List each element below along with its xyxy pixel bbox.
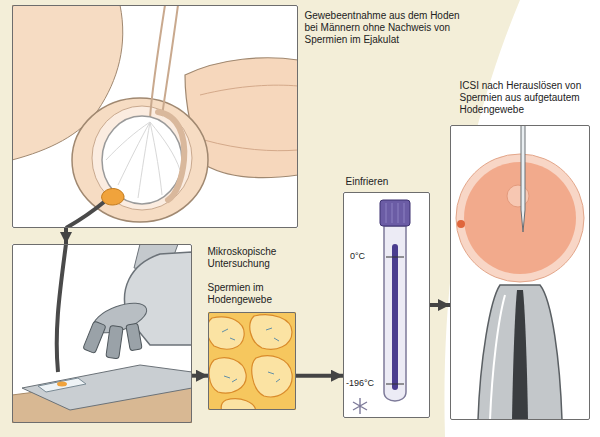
objective: [83, 321, 106, 354]
panel-ground: [12, 5, 298, 228]
panel-heading: ICSI nach Herauslösen von Spermien aus a…: [460, 80, 592, 117]
sperm: [222, 328, 280, 382]
icsi-drawing: [456, 125, 584, 420]
snowflake: [353, 398, 367, 414]
objective: [106, 325, 123, 358]
panel-box: ICSI nach Herauslösen von Spermien aus a…: [450, 125, 590, 420]
tick: [386, 384, 404, 385]
tissue-sample: [102, 189, 124, 205]
tubule: [221, 399, 256, 410]
panel-heading: Einfrieren: [346, 176, 426, 188]
cap-ridges: [386, 203, 404, 223]
zona: [456, 154, 584, 282]
panel-heading: Spermien im Hodengewebe: [208, 282, 283, 306]
panel-ground: [343, 192, 430, 418]
flow-arrow: [296, 374, 343, 378]
spermatic-cord: [150, 5, 178, 118]
microscope-drawing: [12, 244, 192, 423]
anatomy-drawing: [12, 5, 298, 228]
injection-needle: [521, 125, 525, 232]
heading-text: Einfrieren: [346, 176, 426, 188]
label-slot: -196°C: [346, 378, 374, 389]
sample-path: [57, 244, 66, 372]
tube-cap: [380, 200, 410, 226]
panel-ground: [450, 125, 590, 420]
penis-detail: [200, 85, 298, 151]
tubule: [250, 315, 292, 349]
flow-arrow: [192, 374, 208, 378]
scrotum: [72, 98, 208, 222]
sample-path: [66, 202, 104, 228]
tick: [386, 257, 404, 258]
panel-box: Spermien im Hodengewebe: [208, 312, 296, 410]
sperm-cells: [222, 328, 280, 382]
pipette-highlight: [490, 295, 505, 420]
tubule: [252, 356, 292, 397]
microscope-stage: [22, 365, 192, 410]
heading-text: Spermien im Hodengewebe: [208, 282, 283, 306]
flow-arrow: [64, 228, 68, 244]
heading-text: Gewebeentnahme aus dem Hoden bei Männern…: [305, 10, 465, 47]
nucleus: [507, 185, 529, 207]
background-shape: [0, 0, 520, 437]
holding-pipette: [478, 285, 562, 420]
polar-body: [457, 220, 465, 228]
objective: [126, 323, 142, 351]
slide: [38, 378, 86, 392]
panel-heading: Mikroskopische Untersuchung: [208, 246, 298, 270]
testis-lobules: [106, 122, 180, 198]
flow-arrow: [430, 303, 450, 307]
panel-box: Mikroskopische Untersuchung: [12, 244, 192, 423]
temperature-bar: [392, 244, 398, 390]
tissue-drawing: [208, 312, 296, 410]
tubules: [208, 315, 292, 410]
tube-body: [384, 226, 406, 401]
label-slot: 0°C: [350, 251, 365, 262]
oocyte: [464, 162, 576, 274]
slide-sample: [57, 382, 67, 387]
pipette-channel: [512, 290, 528, 420]
epididymis: [158, 112, 184, 200]
tubule: [208, 317, 244, 349]
heading-text: ICSI nach Herauslösen von Spermien aus a…: [460, 80, 592, 117]
temperature-label: 0°C: [350, 251, 365, 262]
tunica: [92, 106, 192, 210]
heading-text: Mikroskopische Untersuchung: [208, 246, 298, 270]
tubule: [209, 358, 246, 393]
panel-ground: [12, 244, 192, 423]
panel-box: Gewebeentnahme aus dem Hoden bei Männern…: [12, 5, 298, 228]
temperature-label: -196°C: [346, 378, 374, 389]
panel-heading: Gewebeentnahme aus dem Hoden bei Männern…: [305, 10, 465, 47]
